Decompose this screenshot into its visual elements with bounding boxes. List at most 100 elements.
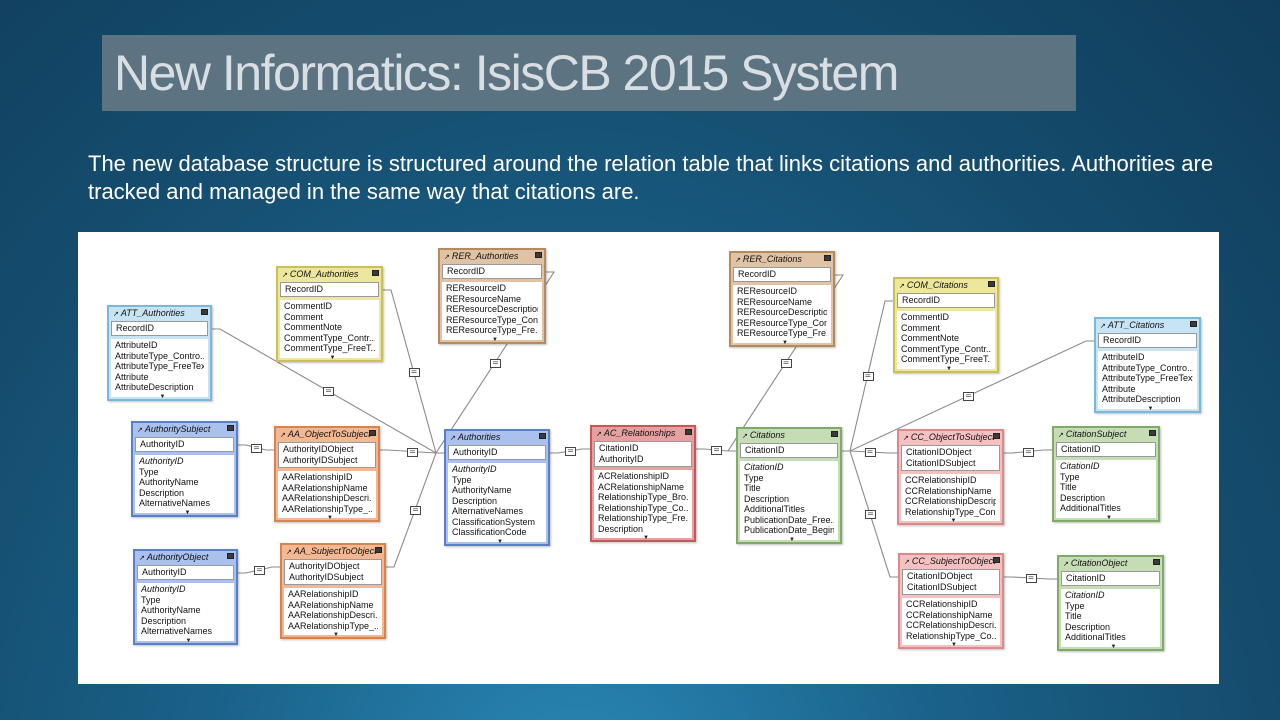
table-header[interactable]: ↗AuthoritySubject — [133, 423, 236, 435]
table-menu-icon[interactable] — [1149, 430, 1156, 436]
table-menu-icon[interactable] — [227, 553, 234, 559]
scroll-down-icon[interactable]: ▼ — [327, 515, 333, 521]
table-menu-icon[interactable] — [375, 547, 382, 553]
equals-join-icon[interactable]: = — [1023, 447, 1034, 457]
table-header[interactable]: ↗RER_Authorities — [440, 250, 544, 262]
table-menu-icon[interactable] — [539, 433, 546, 439]
table-menu-icon[interactable] — [369, 430, 376, 436]
scroll-down-icon[interactable]: ▼ — [329, 354, 336, 361]
equals-join-icon[interactable]: = — [254, 566, 265, 575]
scroll-down-icon[interactable]: ▼ — [950, 518, 957, 524]
table-menu-icon[interactable] — [1153, 559, 1160, 565]
scroll-down-icon[interactable]: ▼ — [492, 336, 498, 343]
scroll-down-icon[interactable]: ▼ — [1110, 643, 1117, 650]
scroll-down-icon[interactable]: ▼ — [333, 632, 339, 638]
scroll-down-icon[interactable]: ▼ — [184, 509, 191, 516]
table-menu-icon[interactable] — [824, 255, 831, 261]
scroll-down-icon[interactable]: ▼ — [159, 393, 166, 400]
equals-join-icon[interactable]: = — [565, 447, 576, 456]
scroll-down-icon[interactable]: ▼ — [1106, 514, 1112, 521]
table-menu-icon[interactable] — [993, 433, 1000, 439]
scroll-down-icon[interactable]: ▼ — [497, 538, 503, 545]
table-menu-icon[interactable] — [227, 425, 234, 431]
table-header[interactable]: ↗ATT_Authorities — [109, 307, 210, 319]
table-header[interactable]: ↗CitationObject — [1059, 557, 1162, 569]
equals-join-icon[interactable]: = — [864, 448, 876, 457]
table-header[interactable]: ↗AuthorityObject — [135, 551, 236, 563]
table-menu-icon[interactable] — [685, 429, 692, 435]
equals-join-icon[interactable]: = — [251, 443, 262, 453]
equals-join-icon[interactable]: = — [490, 358, 501, 368]
scroll-down-icon[interactable]: ▼ — [789, 536, 795, 543]
table-header[interactable]: ↗Authorities — [446, 431, 548, 443]
table-header[interactable]: ↗CC_SubjectToObject — [900, 555, 1002, 567]
table-menu-icon[interactable] — [535, 252, 542, 258]
equals-join-icon[interactable]: = — [862, 372, 874, 381]
table-menu-icon[interactable] — [201, 309, 208, 315]
table-header[interactable]: ↗RER_Citations — [731, 253, 833, 265]
scroll-down-icon[interactable]: ▼ — [185, 637, 192, 644]
scroll-down-icon[interactable]: ▼ — [946, 365, 952, 372]
table-header[interactable]: ↗COM_Authorities — [278, 268, 381, 280]
table-header[interactable]: ↗ATT_Citations — [1096, 319, 1199, 331]
table-header[interactable]: ↗CC_ObjectToSubject — [899, 431, 1002, 443]
scroll-down-icon[interactable]: ▼ — [1147, 405, 1154, 412]
table-menu-icon[interactable] — [993, 557, 1000, 563]
equals-join-icon[interactable]: = — [323, 387, 334, 396]
scroll-down-icon[interactable]: ▼ — [782, 339, 788, 346]
table-menu-icon[interactable] — [1190, 321, 1197, 327]
table-header[interactable]: ↗COM_Citations — [895, 279, 997, 291]
table-header[interactable]: ↗AC_Relationships — [592, 427, 694, 439]
equals-join-icon[interactable]: = — [865, 510, 876, 519]
table-menu-icon[interactable] — [831, 431, 838, 437]
table-header[interactable]: ↗CitationSubject — [1054, 428, 1158, 440]
table-header[interactable]: ↗AA_SubjectToObject — [282, 545, 384, 557]
table-header[interactable]: ↗AA_ObjectToSubject — [276, 428, 378, 440]
equals-join-icon[interactable]: = — [780, 359, 792, 368]
equals-join-icon[interactable]: = — [711, 446, 722, 455]
table-header[interactable]: ↗Citations — [738, 429, 840, 441]
equals-join-icon[interactable]: = — [408, 367, 420, 377]
equals-join-icon[interactable]: = — [410, 506, 421, 515]
scroll-down-icon[interactable]: ▼ — [643, 535, 649, 541]
table-menu-icon[interactable] — [372, 270, 379, 276]
equals-join-icon[interactable]: = — [1025, 574, 1037, 583]
equals-join-icon[interactable]: = — [407, 447, 418, 457]
table-menu-icon[interactable] — [988, 281, 995, 287]
scroll-down-icon[interactable]: ▼ — [951, 642, 957, 648]
equals-join-icon[interactable]: = — [963, 392, 974, 401]
